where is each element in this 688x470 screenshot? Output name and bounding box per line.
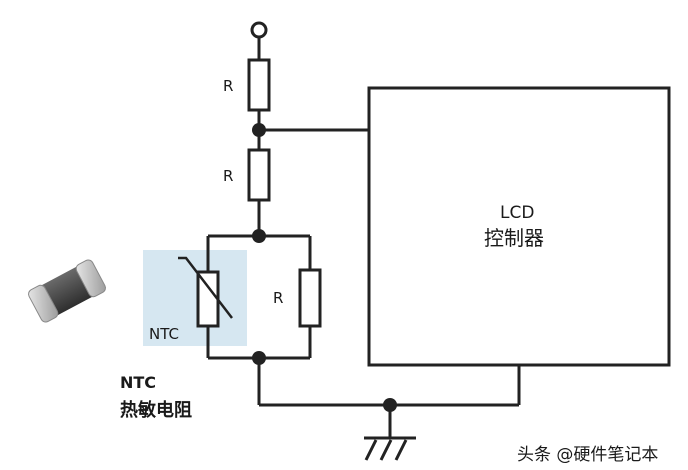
ntc-caption-line1: NTC bbox=[120, 373, 156, 392]
resistor-parallel bbox=[298, 268, 322, 328]
watermark-text: 头条 @硬件笔记本 bbox=[517, 445, 658, 465]
ntc-highlight-box bbox=[143, 250, 247, 346]
ntc-thermistor-symbol bbox=[178, 256, 233, 328]
resistor-mid bbox=[247, 148, 271, 202]
ntc-box-label: NTC bbox=[149, 325, 179, 343]
smd-thermistor-chip-icon bbox=[28, 259, 106, 323]
lcd-subtitle: 控制器 bbox=[484, 226, 544, 250]
lcd-controller-box bbox=[367, 86, 671, 367]
lcd-title: LCD bbox=[500, 203, 534, 223]
resistor-top-label: R bbox=[223, 77, 233, 95]
ground-icon bbox=[364, 436, 416, 461]
supply-terminal bbox=[250, 21, 268, 39]
resistor-mid-label: R bbox=[223, 167, 233, 185]
resistor-top bbox=[247, 58, 271, 112]
ntc-caption-line2: 热敏电阻 bbox=[120, 399, 192, 421]
junction-dots bbox=[252, 123, 397, 412]
resistor-parallel-label: R bbox=[273, 289, 283, 307]
